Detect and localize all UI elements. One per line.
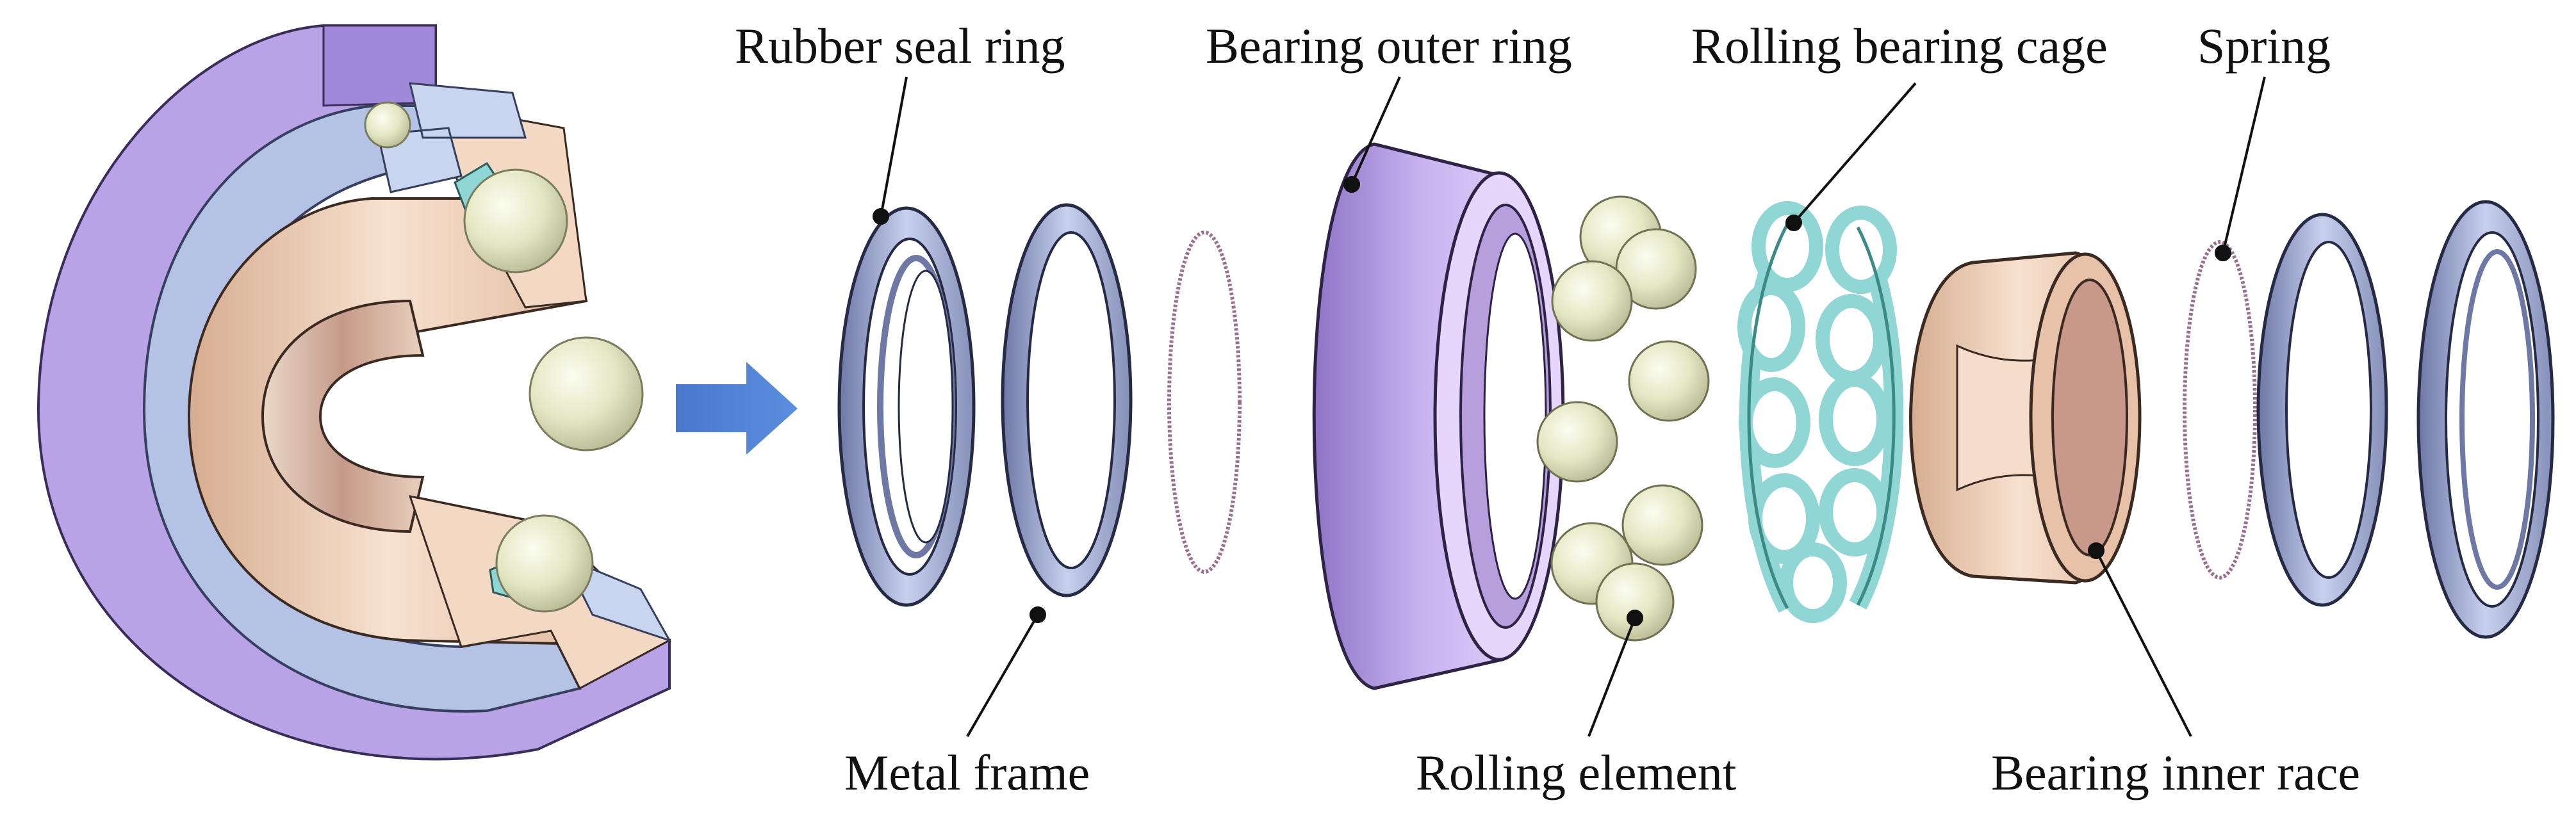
- rolling-ball: [1628, 340, 1710, 422]
- leader-dot-rolling-element: [1627, 610, 1643, 626]
- label-spring: Spring: [2197, 18, 2331, 74]
- leader-rubber-seal-ring: [880, 76, 908, 217]
- rolling-ball: [1621, 484, 1703, 566]
- cutaway-bore: [261, 299, 425, 533]
- rolling-elements-part: [1536, 195, 1710, 642]
- leader-dot-spring: [2215, 245, 2231, 261]
- right-metal-frame-part: [2256, 213, 2388, 607]
- leader-dot-rubber-seal-ring: [873, 208, 889, 225]
- bearing-inner-race-part: [1909, 251, 2142, 585]
- metal-frame-part: [1001, 203, 1133, 597]
- leader-rolling-bearing-cage: [1793, 82, 1917, 224]
- leader-rolling-element: [1587, 617, 1636, 737]
- label-rubber-seal-ring: Rubber seal ring: [735, 18, 1065, 74]
- label-bearing-outer-ring: Bearing outer ring: [1206, 18, 1572, 74]
- leader-bearing-outer-ring: [1350, 76, 1401, 185]
- cutaway-upper-seal: [377, 82, 527, 193]
- cutaway-ball-upper-small: [364, 101, 411, 149]
- cutaway-ball-lower: [495, 514, 594, 613]
- rolling-bearing-cage-part: [1737, 201, 1904, 623]
- spring-right-part: [2183, 240, 2257, 580]
- leader-bearing-inner-race: [2095, 550, 2192, 737]
- spring-left-part: [1167, 231, 1242, 574]
- leader-lines: [873, 76, 2266, 738]
- leader-metal-frame: [966, 613, 1039, 738]
- rolling-ball: [1536, 401, 1618, 483]
- rubber-seal-ring-part: [837, 206, 976, 607]
- leader-dot-bearing-inner-race: [2088, 542, 2104, 559]
- right-rubber-seal-ring-part: [2416, 200, 2555, 639]
- rolling-ball: [1551, 260, 1633, 342]
- leader-dot-metal-frame: [1030, 606, 1046, 623]
- leader-dot-bearing-outer-ring: [1343, 176, 1360, 193]
- label-rolling-element: Rolling element: [1416, 745, 1737, 800]
- bearing-outer-ring-part: [1312, 142, 1565, 690]
- leader-spring: [2222, 76, 2266, 254]
- label-rolling-bearing-cage: Rolling bearing cage: [1691, 18, 2108, 74]
- label-metal-frame: Metal frame: [844, 745, 1090, 800]
- assembled-bearing-cutaway: [37, 24, 672, 761]
- loose-ball: [529, 336, 644, 451]
- rolling-ball: [1595, 562, 1675, 642]
- right-arrow-icon: [676, 362, 798, 455]
- label-bearing-inner-race: Bearing inner race: [1991, 745, 2360, 800]
- cutaway-ball-upper: [463, 168, 568, 273]
- leader-dot-rolling-bearing-cage: [1785, 215, 1802, 231]
